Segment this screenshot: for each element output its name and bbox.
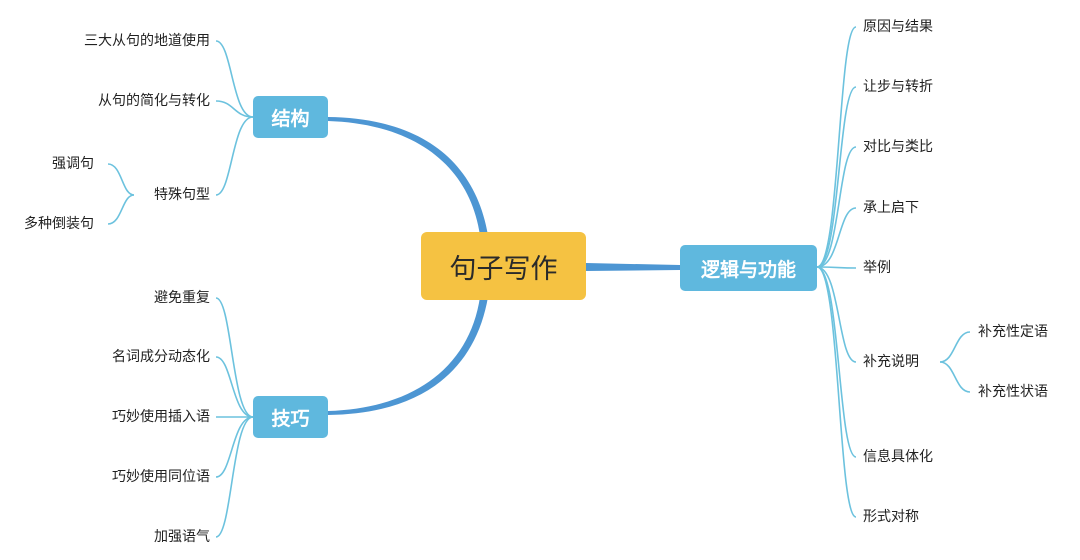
leaf-inversion[interactable]: 多种倒装句 xyxy=(24,216,94,232)
leaf-transition[interactable]: 承上启下 xyxy=(863,200,919,216)
leaf-symmetry[interactable]: 形式对称 xyxy=(863,509,919,525)
branch-structure[interactable]: 结构 xyxy=(253,96,328,138)
trunk-structure xyxy=(328,117,488,235)
skills-branches xyxy=(215,297,254,538)
branch-logic[interactable]: 逻辑与功能 xyxy=(680,245,817,291)
leaf-emphasis[interactable]: 加强语气 xyxy=(154,529,210,545)
logic-branches xyxy=(816,26,971,518)
trunk-logic xyxy=(586,263,680,271)
leaf-clause-usage[interactable]: 三大从句的地道使用 xyxy=(84,33,210,49)
leaf-specific-info[interactable]: 信息具体化 xyxy=(863,449,933,465)
leaf-appositive[interactable]: 巧妙使用同位语 xyxy=(112,469,210,485)
leaf-supp-attributive[interactable]: 补充性定语 xyxy=(978,324,1048,340)
leaf-avoid-repeat[interactable]: 避免重复 xyxy=(154,290,210,306)
branch-skills[interactable]: 技巧 xyxy=(253,396,328,438)
leaf-supplement[interactable]: 补充说明 xyxy=(863,354,919,370)
leaf-concession[interactable]: 让步与转折 xyxy=(863,79,933,95)
leaf-cause-effect[interactable]: 原因与结果 xyxy=(863,19,933,35)
trunk-skills xyxy=(328,297,488,415)
structure-branches xyxy=(107,40,254,225)
leaf-contrast[interactable]: 对比与类比 xyxy=(863,139,933,155)
leaf-special-sentence[interactable]: 特殊句型 xyxy=(154,187,210,203)
leaf-noun-dynamic[interactable]: 名词成分动态化 xyxy=(112,349,210,365)
leaf-supp-adverbial[interactable]: 补充性状语 xyxy=(978,384,1048,400)
central-topic[interactable]: 句子写作 xyxy=(421,232,586,300)
leaf-clause-simplify[interactable]: 从句的简化与转化 xyxy=(98,93,210,109)
leaf-parenthesis[interactable]: 巧妙使用插入语 xyxy=(112,409,210,425)
leaf-emphatic[interactable]: 强调句 xyxy=(52,156,94,172)
leaf-example[interactable]: 举例 xyxy=(863,260,891,276)
